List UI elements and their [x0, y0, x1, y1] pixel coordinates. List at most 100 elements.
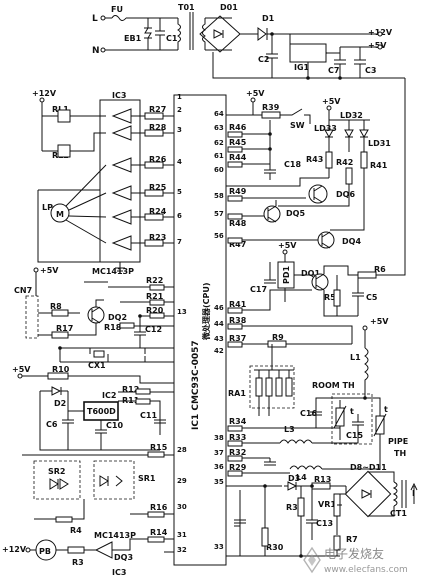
- terminal-5v-led: [326, 105, 332, 111]
- ic1-name: IC1 CMC93C-0057: [191, 340, 201, 430]
- ic1-right-pins: 64 63 62 61 60 58 57 56 46 44 43 42 38 3…: [214, 110, 224, 551]
- junction: [268, 132, 272, 136]
- label-N: N: [92, 46, 100, 56]
- label-t1: t: [350, 407, 354, 416]
- pin-left: 3: [177, 126, 182, 134]
- sensor-SR1-box: [93, 460, 135, 500]
- right-pd1-section: +5V PD1 C17 DQ1 R6 R5 C5 R41: [227, 241, 390, 317]
- label-t2: t: [384, 405, 388, 414]
- label-R32: R32: [229, 448, 246, 457]
- resistor-R33: [227, 440, 243, 447]
- label-R3: R3: [72, 558, 84, 567]
- watermark-logo: 电子发烧友 www.elecfans.com: [303, 546, 408, 575]
- pin-right: 44: [214, 320, 224, 328]
- label-R4: R4: [70, 526, 82, 535]
- diode-D3: [284, 481, 312, 491]
- pin-left: 31: [177, 531, 187, 539]
- diode-D2: [40, 386, 68, 396]
- pin-left: 30: [177, 503, 187, 511]
- capacitor-C13: [306, 486, 318, 540]
- led-LD31: [359, 129, 369, 139]
- label-EB1: EB1: [124, 34, 142, 43]
- capacitor-C18: [264, 164, 276, 180]
- label-CN7: CN7: [14, 286, 32, 295]
- label-R41: R41: [370, 161, 388, 170]
- ra1-elements: [255, 377, 293, 397]
- varistor-EB1: [144, 18, 152, 50]
- resistor-R43: [325, 151, 333, 169]
- junction: [263, 484, 267, 488]
- label-DQ1: DQ1: [301, 269, 320, 278]
- resistor-R39: [261, 111, 281, 119]
- label-R7: R7: [346, 535, 358, 544]
- label-R46: R46: [229, 123, 247, 132]
- label-5v-led: +5V: [322, 97, 341, 106]
- wire-pd1: [264, 254, 318, 302]
- label-RA1: RA1: [228, 389, 246, 398]
- label-5v-pd1: +5V: [278, 241, 297, 250]
- junction: [299, 554, 303, 558]
- label-5v-sw: +5V: [246, 89, 265, 98]
- resistor-R5: [333, 289, 341, 307]
- wire-7805: [289, 34, 378, 78]
- label-R47: R47: [229, 240, 246, 249]
- pin-right: 35: [214, 478, 224, 486]
- bridge-diode-inner: [361, 489, 372, 499]
- label-12v-relay: +12V: [32, 89, 57, 98]
- resistor-R27: [144, 112, 164, 120]
- resistor-R9: [267, 340, 287, 348]
- pin-right: 64: [214, 110, 224, 118]
- buffer-6: [111, 235, 132, 251]
- label-C6: C6: [46, 420, 58, 429]
- label-C1: C1: [166, 34, 178, 43]
- resistor-R22: [149, 284, 165, 291]
- label-DQ5: DQ5: [286, 209, 305, 218]
- resistor-R30: [261, 527, 269, 547]
- wire-right-riser: [390, 78, 406, 276]
- connector-CN7: [25, 295, 39, 339]
- label-FU: FU: [111, 5, 123, 14]
- capacitor-C15: [352, 414, 364, 440]
- wire-r43-down: [328, 168, 365, 192]
- ra1-resistor: [265, 377, 273, 397]
- resistor-R11: [135, 398, 151, 405]
- label-D3: D3: [288, 474, 300, 483]
- label-R27: R27: [149, 105, 166, 114]
- pin-left: 13: [177, 308, 187, 316]
- ra1-resistor: [255, 377, 263, 397]
- label-R42: R42: [336, 158, 353, 167]
- label-C17: C17: [250, 285, 267, 294]
- transistor-DQ5-legs: [267, 205, 277, 223]
- label-L3: L3: [284, 425, 295, 434]
- transistor-DQ6: [308, 184, 328, 204]
- label-R41b: R41: [229, 300, 247, 309]
- label-R37: R37: [229, 334, 246, 343]
- wire-r5: [323, 275, 358, 317]
- label-D2: D2: [54, 399, 66, 408]
- label-LD33: LD33: [314, 124, 337, 133]
- terminal-5v-sw: [250, 97, 256, 103]
- capacitor-C1: [155, 18, 165, 50]
- wire-r48: [242, 192, 350, 217]
- label-MC1413P: MC1413P: [92, 267, 134, 276]
- resistor-R21: [149, 299, 165, 306]
- label-SR1: SR1: [138, 474, 156, 483]
- transistor-DQ4-legs: [321, 231, 331, 249]
- ic1-cpu: IC1 CMC93C-0057 微处理器(CPU) 1 2 3 4 5 6 7 …: [173, 93, 227, 566]
- label-R45: R45: [229, 138, 247, 147]
- terminal-5v-pd1: [282, 249, 288, 255]
- wire-ic2-top: [22, 375, 174, 384]
- label-R15: R15: [150, 443, 168, 452]
- label-R30: R30: [266, 543, 284, 552]
- pin-right: 62: [214, 139, 224, 147]
- resistor-R46: [227, 131, 243, 138]
- crystal-CX1: [93, 350, 105, 358]
- resistor-R38: [227, 323, 243, 330]
- label-DQ6: DQ6: [336, 190, 355, 199]
- label-R33: R33: [229, 433, 246, 442]
- ra1-resistor: [275, 377, 283, 397]
- ic1-sub: 微处理器(CPU): [201, 282, 211, 341]
- label-C15: C15: [346, 431, 363, 440]
- wire-r37-38: [242, 325, 353, 345]
- wire-leds: [328, 120, 365, 152]
